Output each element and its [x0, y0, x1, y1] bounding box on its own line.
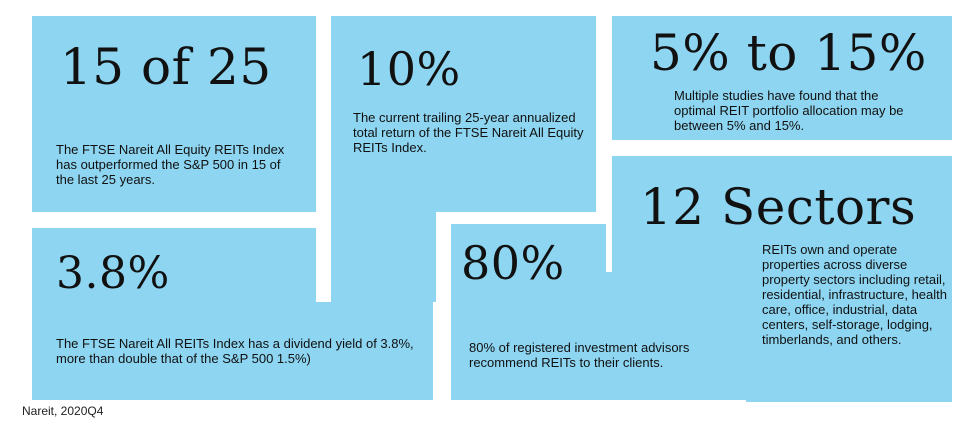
source-note: Nareit, 2020Q4: [22, 404, 104, 418]
stat-tile-dividend: 3.8%: [32, 228, 316, 302]
stat-description-return: The current trailing 25-year annualized …: [353, 110, 584, 155]
stat-description-dividend: The FTSE Nareit All REITs Index has a di…: [56, 336, 414, 366]
stat-tile-advisors-extension: [606, 272, 746, 400]
stat-headline-advisors: 80%: [461, 236, 565, 290]
stat-description-outperformed: The FTSE Nareit All Equity REITs Index h…: [56, 142, 285, 187]
stat-description-sectors: REITs own and operate properties across …: [762, 242, 947, 347]
stat-tile-return: 10% The current trailing 25-year annuali…: [331, 16, 596, 212]
stat-tile-dividend-lower: The FTSE Nareit All REITs Index has a di…: [32, 302, 433, 400]
stat-headline-dividend: 3.8%: [56, 248, 170, 299]
stat-tile-advisors: 80% 80% of registered investment advisor…: [451, 224, 689, 400]
stat-headline-return: 10%: [357, 42, 461, 96]
stat-description-allocation: Multiple studies have found that the opt…: [674, 88, 904, 133]
stat-tile-sectors: 12 Sectors: [612, 156, 952, 272]
stat-tile-sectors-lower: REITs own and operate properties across …: [746, 242, 952, 402]
stat-tile-outperformed: 15 of 25 The FTSE Nareit All Equity REIT…: [32, 16, 316, 212]
stat-headline-sectors: 12 Sectors: [640, 178, 917, 236]
stat-tile-allocation: 5% to 15% Multiple studies have found th…: [612, 16, 952, 140]
stat-headline-allocation: 5% to 15%: [650, 24, 927, 82]
stat-headline-outperformed: 15 of 25: [60, 38, 272, 96]
stat-tile-return-extension: [331, 212, 436, 302]
stat-description-advisors: 80% of registered investment advisors re…: [469, 340, 690, 370]
